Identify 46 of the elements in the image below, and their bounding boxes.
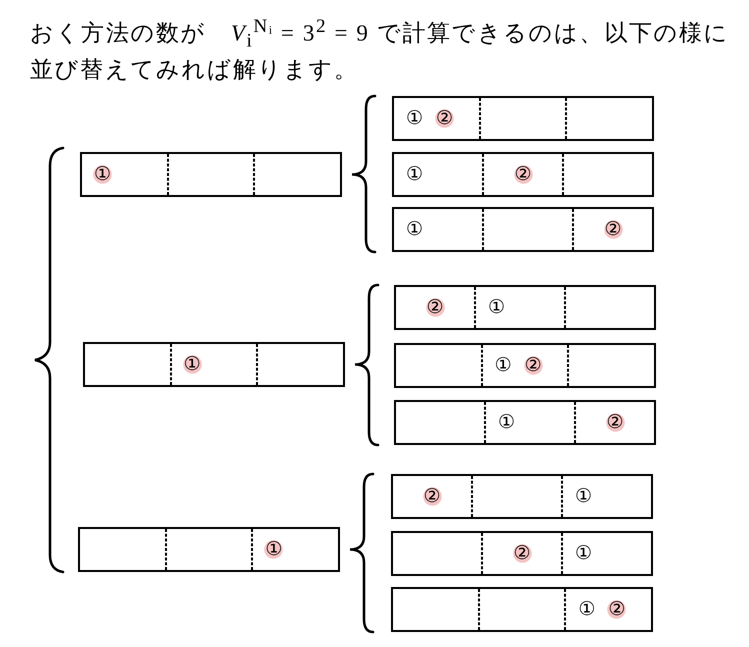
circled-number: ①	[404, 164, 424, 185]
strip-box	[78, 527, 340, 572]
cell	[168, 154, 254, 195]
strip-box	[392, 207, 654, 252]
strip-box	[391, 474, 653, 519]
cell	[483, 154, 563, 195]
cell	[485, 402, 575, 443]
strip-box	[391, 531, 653, 576]
circled-number: ①	[494, 355, 513, 376]
cell	[475, 287, 565, 328]
circled-number: ②	[424, 297, 446, 318]
circled-number: ①	[574, 543, 594, 564]
circled-number: ②	[434, 108, 455, 129]
strip-box	[391, 587, 653, 632]
circled-number: ①	[182, 354, 203, 375]
circled-number: ①	[404, 108, 424, 129]
cell	[478, 589, 566, 630]
circled-number: ②	[604, 412, 626, 433]
strip-box	[392, 152, 654, 197]
circled-number: ②	[512, 164, 534, 185]
circled-number: ①	[92, 164, 113, 185]
circled-number: ②	[522, 355, 544, 376]
circled-number: ②	[602, 219, 624, 240]
circled-number: ②	[606, 599, 628, 620]
cell	[480, 98, 566, 139]
cell	[482, 533, 562, 574]
strip-box	[394, 400, 656, 445]
circled-number: ②	[512, 543, 532, 564]
circled-number: ①	[486, 297, 506, 318]
heading: おく方法の数が V$_{i}$$^{Nᵢ}$ = 3$^{2}$ = 9 で計算できるのは、以下の様に並び替えてみれば解ります。	[30, 15, 730, 84]
circled-number: ①	[574, 486, 594, 507]
strip-box	[392, 96, 654, 141]
strip-box	[394, 343, 656, 388]
cell	[472, 476, 562, 517]
circled-number: ①	[263, 539, 284, 560]
strip-box	[83, 342, 345, 387]
cell	[483, 209, 573, 250]
circled-number: ②	[422, 486, 442, 507]
circled-number: ①	[496, 412, 516, 433]
strip-box	[394, 285, 656, 330]
cell	[170, 344, 258, 385]
circled-number: ①	[404, 219, 424, 240]
strip-box	[80, 152, 342, 197]
cell	[482, 345, 568, 386]
cell	[166, 529, 252, 570]
circled-number: ①	[577, 599, 596, 620]
